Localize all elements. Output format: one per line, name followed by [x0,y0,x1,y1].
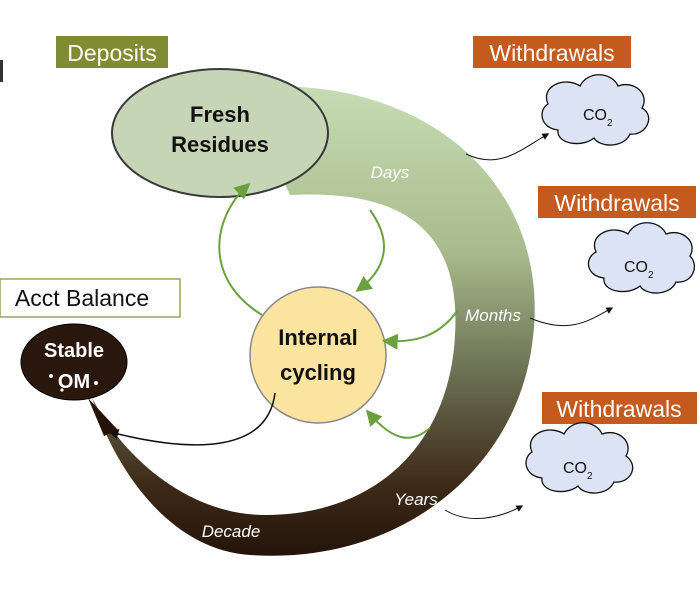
deposits-label: Deposits [67,40,156,66]
stable-dot [49,374,53,378]
withdrawals-box-3 [542,392,697,424]
edge-fragment [0,60,3,82]
arrow-to-stable-om [107,392,276,446]
withdrawals-label-2: Withdrawals [554,190,679,216]
time-label-months: Months [465,306,521,325]
stable-om-label-2: OM [58,371,90,393]
stable-om-label-1: Stable [44,340,104,362]
fresh-residues-label-1: Fresh [190,102,250,127]
withdrawals-box-2 [538,186,696,218]
co2-subscript-1: 2 [607,118,613,129]
cycle-arrow-months [381,309,459,350]
acct-balance-label: Acct Balance [15,285,149,311]
co2-cloud-3: CO 2 [525,422,634,494]
withdrawals-label-1: Withdrawals [489,40,614,66]
fresh-residues-label-2: Residues [171,132,269,157]
acct-balance-box [0,278,181,318]
withdrawal-arrow-2 [529,307,614,327]
co2-text-3: CO [563,460,587,477]
withdrawal-arrow-3 [444,505,524,520]
decade-arrowhead [88,398,118,436]
stable-dot [60,388,64,392]
time-label-decade: Decade [202,522,261,541]
stable-om-node [20,323,128,401]
time-label-days: Days [371,163,410,182]
decomposition-band [92,86,535,556]
fresh-residues-node [111,68,329,198]
cycle-arrow-to-fresh [218,182,263,316]
deposits-box [56,36,168,68]
withdrawal-arrow-1 [465,133,550,161]
internal-cycling-label-1: Internal [278,325,357,350]
time-label-years: Years [394,490,438,509]
internal-cycling-node [249,286,387,424]
withdrawals-label-3: Withdrawals [556,396,681,422]
co2-subscript-2: 2 [648,270,654,281]
cycle-arrow-days [355,209,385,292]
co2-cloud-2: CO 2 [587,222,695,294]
co2-cloud-1: CO 2 [541,74,650,146]
co2-text-1: CO [583,107,607,124]
co2-subscript-3: 2 [587,471,593,482]
co2-text-2: CO [624,259,648,276]
stable-dot [94,381,98,385]
internal-cycling-label-2: cycling [280,360,356,385]
cycle-arrow-years [365,409,431,439]
withdrawals-box-1 [473,36,631,68]
